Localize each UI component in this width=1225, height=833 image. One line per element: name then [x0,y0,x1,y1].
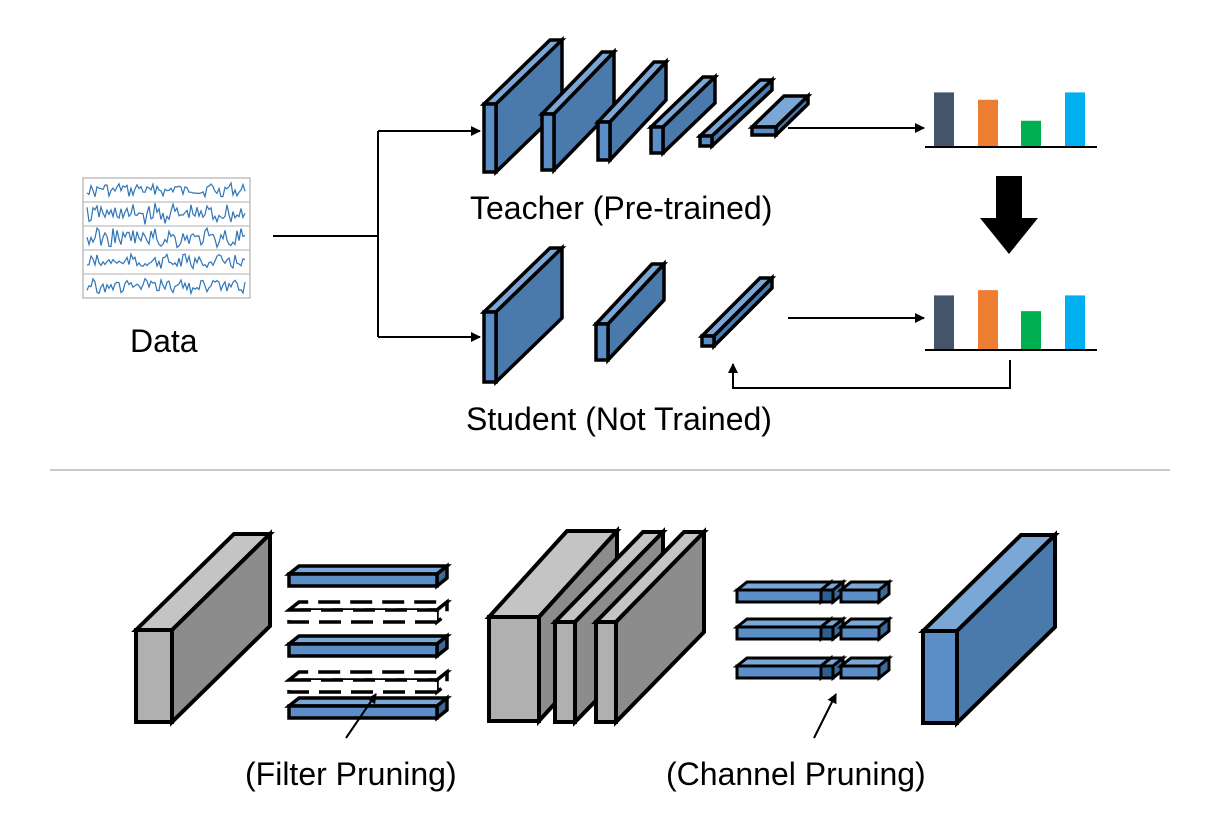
channel-row-1-pruned [816,578,848,606]
channel-row-2-right-front-face [839,625,881,641]
teacher-output-bar-1 [934,92,954,147]
kept-filter-0-front-face [287,572,439,588]
student-network [479,243,777,387]
teacher-label: Teacher (Pre-trained) [470,190,772,226]
teacher-layer-6-front-face [750,125,778,137]
kept-filter-0 [284,562,452,590]
student-label: Student (Not Trained) [466,401,772,437]
teacher-layer-2-front-face [540,112,556,172]
student-layer-3 [697,273,777,351]
teacher-layer-3 [593,57,671,165]
channel-row-3-pruned-front-face [819,664,835,680]
signal-trace [86,202,246,225]
channel-row-3-right [836,654,894,682]
channel-pruning-output-tensor [918,530,1060,728]
channel-pruning-label: (Channel Pruning) [666,756,926,792]
channel-pruning-pointer-arrow [813,693,837,739]
channel-pruning-output-tensor-front-face [921,629,959,725]
teacher-output-bar-4 [1065,92,1085,147]
channel-row-1-pruned-front-face [819,588,835,604]
teacher-layer-2 [537,47,619,175]
distillation-down-arrow [980,176,1038,254]
teacher-output-distribution [925,92,1097,148]
student-layer-1-front-face [482,310,498,384]
kept-filter-4 [284,694,452,722]
kept-filter-2-front-face [287,642,439,658]
filter-pruning-pointer-arrow [345,693,377,739]
channel-row-2-left [732,615,836,643]
teacher-output-bar-2 [978,99,998,147]
signal-rows [83,181,250,296]
student-output-bar-4 [1065,295,1085,350]
channel-row-3-right-front-face [839,664,881,680]
teacher-layer-5 [695,75,777,151]
channel-row-3-left-front-face [735,664,823,680]
signal-trace [86,277,246,296]
channel-row-1-left [732,578,836,606]
kept-filter-2 [284,632,452,660]
teacher-layer-5-front-face [698,134,714,148]
feedback-arrow [728,360,1011,389]
channel-row-2-pruned [816,615,848,643]
channel-row-2-right [836,615,894,643]
student-output-bar-3 [1021,311,1041,350]
teacher-layer-1 [479,35,567,177]
channel-row-3-pruned [816,654,848,682]
student-output-bar-2 [978,290,998,350]
channel-pruning-input-tensor-2-front-face [553,620,577,724]
data-panel-frame [82,177,251,299]
student-output-bar-1 [934,295,954,350]
pruned-filter-1 [284,598,452,626]
channel-row-2-pruned-front-face [819,625,835,641]
data-panel [82,177,251,299]
student-layer-1 [479,243,567,387]
filter-pruning-illustration [131,529,452,739]
data-label: Data [130,323,198,359]
signal-trace [86,226,246,250]
pruned-filter-3 [284,668,452,696]
teacher-layer-1-front-face [482,102,498,174]
student-layer-3-side-face [712,273,774,351]
channel-pruning-input-tensor-3-front-face [594,620,618,724]
filter-pruning-input-tensor-front-face [134,628,174,724]
channel-pruning-input-tensor-1-front-face [487,615,541,723]
teacher-layer-4-front-face [649,125,665,155]
channel-pruning-input-tensor-3 [591,527,709,727]
teacher-layer-3-front-face [596,120,612,162]
teacher-layer-6 [747,91,813,140]
filter-pruning-label: (Filter Pruning) [245,756,457,792]
teacher-network [479,35,813,177]
pruned-filter-1-front-face [287,608,439,624]
channel-row-1-left-front-face [735,588,823,604]
channel-row-1-right [836,578,894,606]
student-layer-3-front-face [700,334,716,348]
channel-row-1-right-front-face [839,588,881,604]
student-layer-2-front-face [594,322,610,362]
student-output-distribution [925,290,1097,351]
signal-trace [86,251,246,271]
channel-row-2-left-front-face [735,625,823,641]
channel-pruning-illustration [484,525,1060,739]
pruned-filter-3-front-face [287,678,439,694]
teacher-layer-4 [646,72,720,158]
teacher-output-bar-3 [1021,120,1041,147]
flow-lines [273,123,1011,389]
filter-pruning-input-tensor [131,529,275,727]
channel-row-3-left [732,654,836,682]
signal-trace [86,181,246,199]
student-layer-2 [591,259,669,365]
